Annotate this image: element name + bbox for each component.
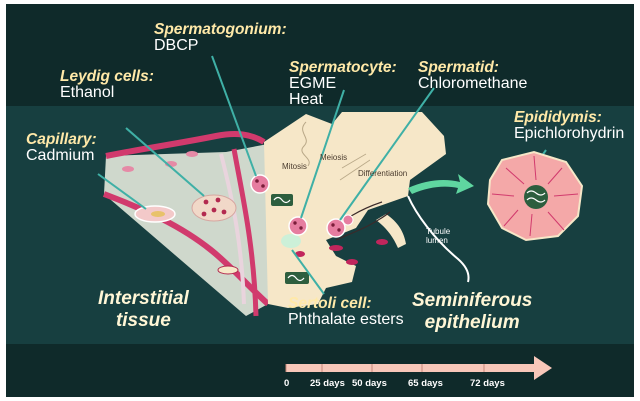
- slide: Capillary: Cadmium Leydig cells: Ethanol…: [6, 4, 634, 397]
- spermatogonium-label: Spermatogonium: DBCP: [154, 22, 287, 54]
- meiosis-text: Meiosis: [320, 153, 347, 162]
- tubule-line-1: Tubule: [426, 227, 450, 236]
- interstitial-tissue-title: Interstitial tissue: [98, 288, 189, 333]
- timeline-tick-50: 50 days: [352, 378, 387, 389]
- spermatid-toxicant: Chloromethane: [418, 76, 527, 92]
- seminiferous-epithelium-title: Seminiferous epithelium: [412, 290, 532, 335]
- leydig-toxicant: Ethanol: [60, 85, 154, 101]
- spermatocyte-toxicant-2: Heat: [289, 92, 397, 108]
- tubule-line-2: lumen: [426, 236, 448, 245]
- epididymis-tubule: [488, 152, 582, 240]
- spermatid-title: Spermatid:: [418, 60, 527, 76]
- interstitial-line-1: Interstitial: [98, 288, 189, 309]
- mitosis-text: Mitosis: [282, 162, 307, 171]
- epididymis-toxicant: Epichlorohydrin: [514, 126, 624, 142]
- interstitial-line-2: tissue: [116, 310, 171, 331]
- spermatocyte-2: [327, 219, 345, 237]
- capillary-label: Capillary: Cadmium: [26, 132, 97, 164]
- spermatocyte-title: Spermatocyte:: [289, 60, 397, 76]
- differentiation-text: Differentiation: [358, 169, 407, 178]
- leydig-label: Leydig cells: Ethanol: [60, 69, 154, 101]
- sertoli-label: Sertoli cell: Phthalate esters: [288, 296, 404, 328]
- tubule-lumen-text: Tubule lumen: [426, 228, 450, 246]
- spermatocyte-toxicant-1: EGME: [289, 76, 397, 92]
- timeline-tick-65: 65 days: [408, 378, 443, 389]
- spermatogonium-title: Spermatogonium:: [154, 22, 287, 38]
- capillary-cell: [151, 211, 165, 217]
- sertoli-title: Sertoli cell:: [288, 296, 404, 312]
- capillary-title: Capillary:: [26, 132, 97, 148]
- timeline-tick-25: 25 days: [310, 378, 345, 389]
- seminiferous-line-1: Seminiferous: [412, 290, 532, 311]
- epididymis-title: Epididymis:: [514, 110, 624, 126]
- timeline-tick-72: 72 days: [470, 378, 505, 389]
- epididymis-label: Epididymis: Epichlorohydrin: [514, 110, 624, 142]
- capillary-toxicant: Cadmium: [26, 148, 97, 164]
- sertoli-toxicant: Phthalate esters: [288, 312, 404, 328]
- green-arrow: [408, 174, 474, 194]
- timeline-arrow: [286, 356, 552, 380]
- spermatogonium: [251, 175, 269, 193]
- spermatocyte-label: Spermatocyte: EGME Heat: [289, 60, 397, 108]
- spermatid-label: Spermatid: Chloromethane: [418, 60, 527, 92]
- spermatogonium-toxicant: DBCP: [154, 38, 287, 54]
- leydig-title: Leydig cells:: [60, 69, 154, 85]
- spermatocyte-1: [289, 217, 307, 235]
- timeline-tick-0: 0: [284, 378, 289, 389]
- sertoli-cell: [281, 234, 301, 248]
- seminiferous-line-2: epithelium: [425, 312, 520, 333]
